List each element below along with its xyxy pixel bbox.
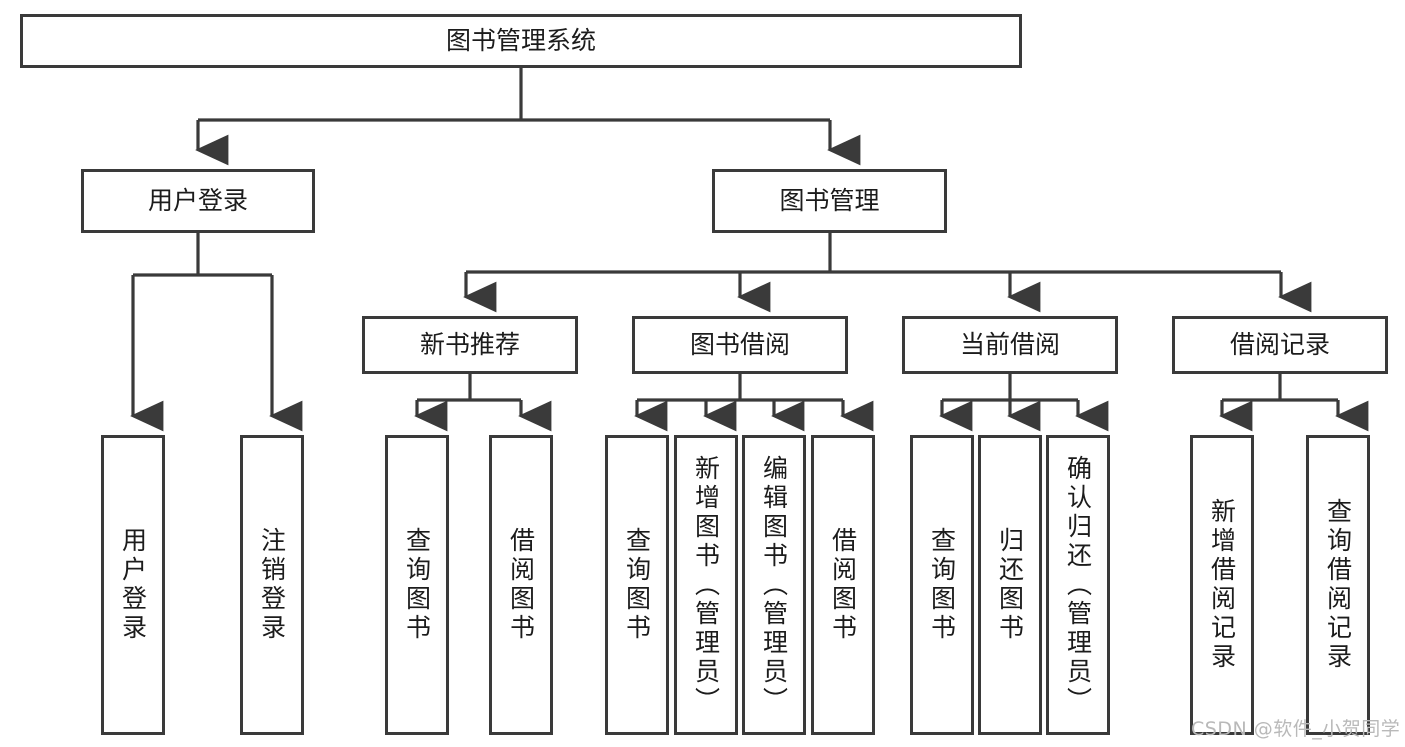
node-label: 当前借阅	[959, 330, 1060, 359]
node-user-login[interactable]: 用户登录	[81, 169, 315, 233]
node-label: 图书借阅	[689, 330, 790, 359]
leaf-logout-login[interactable]: 注销登录	[240, 435, 304, 735]
leaf-borrow-book-1[interactable]: 借阅图书	[489, 435, 553, 735]
node-book-manage[interactable]: 图书管理	[712, 169, 947, 233]
node-current-borrow[interactable]: 当前借阅	[902, 316, 1118, 374]
leaf-confirm-return[interactable]: 确认归还（管理员）	[1046, 435, 1110, 735]
leaf-query-book-2[interactable]: 查询图书	[605, 435, 669, 735]
node-label: 查询借阅记录	[1323, 498, 1353, 672]
node-label: 查询图书	[402, 527, 432, 643]
leaf-query-book-1[interactable]: 查询图书	[385, 435, 449, 735]
node-label: 图书管理	[779, 186, 880, 215]
node-label: 用户登录	[118, 527, 148, 643]
leaf-add-record[interactable]: 新增借阅记录	[1190, 435, 1254, 735]
node-label: 借阅记录	[1229, 330, 1330, 359]
node-label: 用户登录	[147, 186, 248, 215]
node-label: 借阅图书	[506, 527, 536, 643]
node-label: 注销登录	[257, 527, 287, 643]
node-root-system[interactable]: 图书管理系统	[20, 14, 1022, 68]
node-label: 新增图书（管理员）	[691, 454, 721, 716]
leaf-borrow-book-2[interactable]: 借阅图书	[811, 435, 875, 735]
leaf-user-login[interactable]: 用户登录	[101, 435, 165, 735]
leaf-query-record[interactable]: 查询借阅记录	[1306, 435, 1370, 735]
node-label: 查询图书	[927, 527, 957, 643]
leaf-return-book[interactable]: 归还图书	[978, 435, 1042, 735]
node-borrow-record[interactable]: 借阅记录	[1172, 316, 1388, 374]
leaf-edit-book[interactable]: 编辑图书（管理员）	[742, 435, 806, 735]
node-label: 新增借阅记录	[1207, 498, 1237, 672]
node-book-borrow[interactable]: 图书借阅	[632, 316, 848, 374]
leaf-add-book[interactable]: 新增图书（管理员）	[674, 435, 738, 735]
watermark-text: CSDN @软件_小贺同学	[1191, 718, 1401, 740]
node-label: 编辑图书（管理员）	[759, 454, 789, 716]
node-label: 查询图书	[622, 527, 652, 643]
node-label: 归还图书	[995, 527, 1025, 643]
node-label: 新书推荐	[419, 330, 520, 359]
node-label: 图书管理系统	[445, 26, 596, 55]
node-label: 借阅图书	[828, 527, 858, 643]
node-label: 确认归还（管理员）	[1063, 454, 1093, 716]
leaf-query-book-3[interactable]: 查询图书	[910, 435, 974, 735]
node-new-book-recommend[interactable]: 新书推荐	[362, 316, 578, 374]
